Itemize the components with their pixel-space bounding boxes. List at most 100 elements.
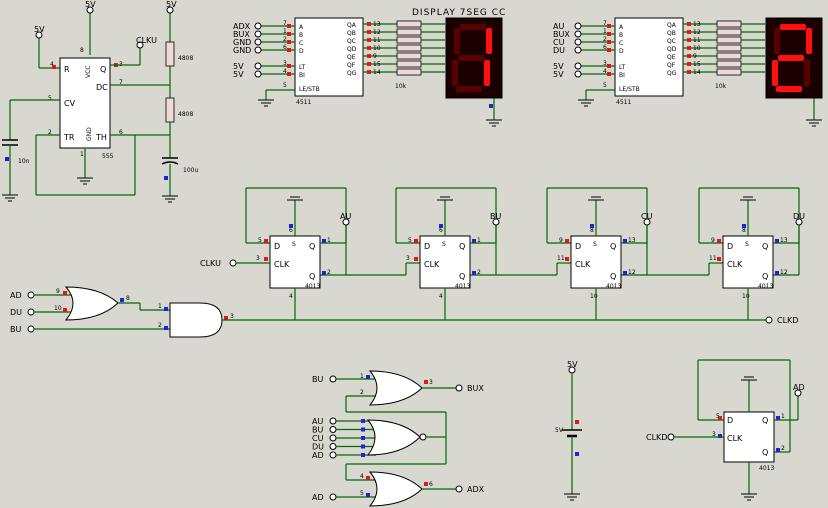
- flipflop-3-output-label[interactable]: CU: [641, 212, 653, 221]
- decoder-right-input-label-4[interactable]: 5V: [553, 62, 564, 71]
- timer-555-section: 5V 5V R VCC Q DC CV TR GND TH 555 4 8 3 …: [2, 0, 198, 203]
- nor-input-label-0[interactable]: AU: [312, 417, 323, 426]
- seven-seg-left-segment-d: [456, 86, 482, 92]
- seven-seg-display-right: 2: [765, 17, 823, 127]
- decoder-right-resistor-1: [716, 28, 742, 36]
- decoder-left-resistor-4: [396, 52, 422, 60]
- decoder-left-resistor-3: [396, 44, 422, 52]
- decoder-right-input-label-0[interactable]: AU: [553, 22, 564, 31]
- decoder-right-pin-lestb: LE/STB: [619, 86, 640, 93]
- ffb-output-ad-label[interactable]: AD: [793, 383, 805, 392]
- decoder-left-pin-qe: QE: [347, 54, 356, 61]
- flipflop-3-pinnum-5: 10: [590, 293, 598, 300]
- decoder-left-input-label-0[interactable]: ADX: [233, 22, 251, 31]
- flipflop-2-pin-s: S: [442, 241, 446, 248]
- decoder-right-pin-qg: QG: [667, 70, 677, 77]
- flipflop-3-chip-label: 4013: [606, 283, 621, 290]
- decoder-right-input-label-1[interactable]: BUX: [553, 30, 570, 39]
- decoder-right-resistor-6: [716, 68, 742, 76]
- decoder-left-pin-qa: QA: [347, 22, 357, 29]
- capacitor-c2-value: 100u: [183, 167, 198, 174]
- seven-seg-left-segment-g: [458, 55, 484, 61]
- flipflop-1-output-label[interactable]: AU: [340, 212, 351, 221]
- decoder-left-input-label-5[interactable]: 5V: [233, 70, 244, 79]
- timer-clk-output-label[interactable]: CLKU: [136, 36, 157, 45]
- decoder-right-input-label-2[interactable]: CU: [553, 38, 565, 47]
- decoder-right-resistor-4: [716, 52, 742, 60]
- flipflop-4-chip: [722, 235, 774, 289]
- ffb-chip-label: 4013: [759, 465, 774, 472]
- flipflop-4-pin-d: D: [727, 242, 733, 251]
- decoder-left-pin-qf: QF: [347, 62, 356, 69]
- adx-output-label[interactable]: ADX: [467, 485, 485, 494]
- decoder-left-pin-qc: QC: [347, 38, 356, 45]
- decoder-left-input-label-3[interactable]: GND: [233, 46, 251, 55]
- decoder-right-input-label-3[interactable]: DU: [553, 46, 565, 55]
- flipflop-4-output-label[interactable]: DU: [793, 212, 805, 221]
- decoder-right-chip-label: 4511: [616, 99, 631, 106]
- flipflop-1-pinnum-2: 1: [327, 237, 331, 244]
- ffb-clk-label[interactable]: CLKD: [646, 433, 667, 442]
- seven-seg-right-segment-f: [774, 28, 780, 54]
- decoder-left-input-label-2[interactable]: GND: [233, 38, 251, 47]
- decoder-left-input-label-4[interactable]: 5V: [233, 62, 244, 71]
- flipflop-2-pin-d: D: [424, 242, 430, 251]
- flipflop-1-pinnum-1: 3: [256, 255, 260, 262]
- timer-chip-label: 555: [102, 153, 114, 160]
- decoder-left-pinnum-in-5: 4: [283, 68, 287, 75]
- flipflop-1-pin-d: D: [274, 242, 280, 251]
- flipflop-4-pin-s: S: [745, 241, 749, 248]
- timer-pin-th: TH: [95, 133, 107, 142]
- decoder-right-pin-qe: QE: [667, 54, 676, 61]
- nor-input-label-4[interactable]: AD: [312, 451, 324, 460]
- nor-input-label-1[interactable]: BU: [312, 426, 323, 435]
- decoder-left-resistor-0: [396, 20, 422, 28]
- flipflop-2-output-label[interactable]: BU: [490, 212, 501, 221]
- ffb-pin-d: D: [727, 416, 733, 425]
- seven-seg-right-segment-c: [804, 60, 810, 86]
- seven-seg-left-segment-e: [452, 60, 458, 86]
- bux-output-label[interactable]: BUX: [467, 384, 484, 393]
- decoder-left-pinnum-out-5: 15: [373, 61, 381, 68]
- decoder-right-pin-a: A: [619, 24, 624, 31]
- decoder-right-pin-d: D: [619, 48, 624, 55]
- decoder-right-pin-qc: QC: [667, 38, 676, 45]
- decoder-left-pin-qb: QB: [347, 30, 356, 37]
- or-adx-input-label[interactable]: AD: [312, 493, 324, 502]
- gate-input-ad-label[interactable]: AD: [10, 291, 22, 300]
- flipflop-4-pinnum-0: 9: [711, 237, 715, 244]
- gate-input-du-label[interactable]: DU: [10, 308, 22, 317]
- timer-pin-gnd: GND: [86, 127, 93, 141]
- decoder-left-pin-d: D: [299, 48, 304, 55]
- timer-pin-vcc: VCC: [85, 66, 92, 78]
- decoder-left-input-label-1[interactable]: BUX: [233, 30, 250, 39]
- decoder-left-resistor-1: [396, 28, 422, 36]
- decoder-left-pinnum-in-2: 2: [283, 36, 287, 43]
- flipflop-3-pin-d: D: [575, 242, 581, 251]
- clkd-output-label[interactable]: CLKD: [777, 316, 798, 325]
- timer-pinnum-4: 4: [50, 61, 54, 68]
- timer-reset-supply-label: 5V: [34, 25, 45, 34]
- decoder-right-resistor-0: [716, 20, 742, 28]
- capacitor-c1-value: 10n: [18, 158, 30, 165]
- decoder-right-chip: [614, 17, 684, 97]
- decoder-right-pinnum-in-5: 4: [603, 68, 607, 75]
- clk-input-label[interactable]: CLKU: [200, 259, 221, 268]
- decoder-right-pinnum-out-3: 10: [693, 45, 701, 52]
- flipflop-2-pinnum-2: 1: [477, 237, 481, 244]
- flipflop-1-pin-s: S: [292, 241, 296, 248]
- flipflop-3-pin-q: Q: [610, 242, 616, 251]
- or-bux-input-label[interactable]: BU: [312, 375, 323, 384]
- flipflop-2-pinnum-5: 4: [439, 293, 443, 300]
- flipflop-3-pinnum-4: 8: [590, 227, 594, 234]
- decoder-right-pin-bi: BI: [619, 72, 625, 79]
- decoder-right-input-label-5[interactable]: 5V: [553, 70, 564, 79]
- nor-input-label-3[interactable]: DU: [312, 443, 324, 452]
- decoder-left-chip: [294, 17, 364, 97]
- timer-pinnum-1: 1: [80, 151, 84, 158]
- gate-input-bu-label[interactable]: BU: [10, 325, 21, 334]
- nor-input-label-2[interactable]: CU: [312, 434, 324, 443]
- decoder-left-pin-a: A: [299, 24, 304, 31]
- flipflop-bottom: D CLK Q Q 4013 5 3 1 2 CLKD AD: [646, 359, 805, 501]
- timer-vcc-label: 5V: [85, 0, 96, 9]
